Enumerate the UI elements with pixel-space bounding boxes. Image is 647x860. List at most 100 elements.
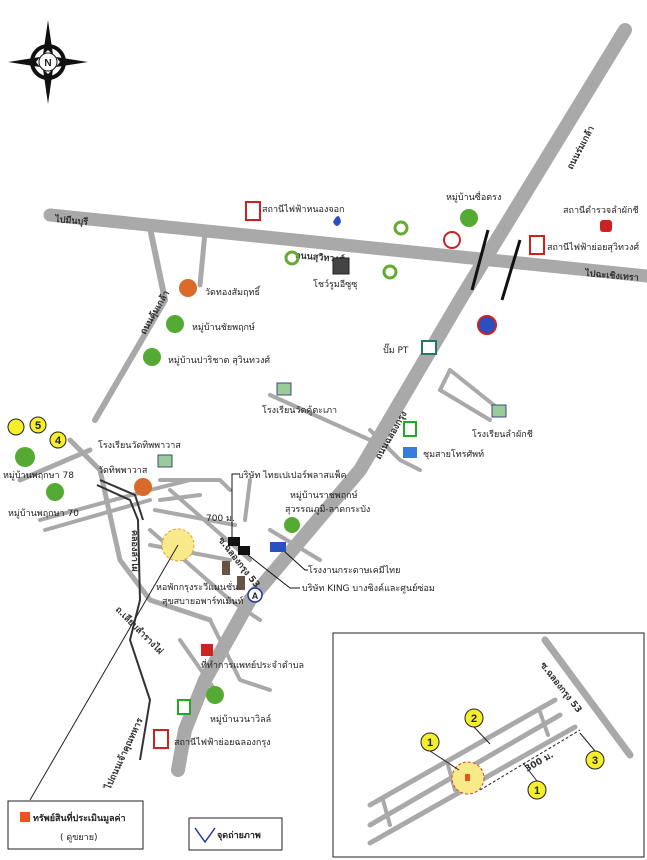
map-shape (43, 69, 53, 104)
temple-icon (134, 478, 152, 496)
substation-icon (153, 729, 169, 749)
map-shape (96, 484, 152, 761)
map-shape (367, 697, 558, 808)
label-apartment-1: หอพักกรุงระวีแมนชั่น (156, 580, 238, 593)
map-shape (38, 52, 58, 72)
photo-point-icon (194, 827, 216, 844)
label-to-minburi: ไปมีนบุรี (54, 213, 89, 228)
tree-icon (460, 209, 478, 227)
photo-point-a-icon (247, 587, 263, 603)
school-icon (276, 382, 292, 396)
map-shape (438, 388, 492, 422)
label-to-chaokhun-thahan: ไปถนนเจ้าคุณทหาร (101, 716, 145, 792)
label-khlong: คลองลำไผ่ (129, 530, 141, 572)
school-icon (157, 454, 173, 468)
label-khumklao: ถนนคุ้มเกล้า (138, 289, 172, 337)
label-substation-nongchok: สถานีไฟฟ้าหนองจอก (262, 204, 345, 215)
map-shape (99, 479, 144, 521)
map-shape (43, 20, 53, 55)
label-village-suetrong: หมู่บ้านซื่อตรง (446, 190, 501, 203)
label-phone-exchange: ชุมสายโทรศัพท์ (423, 448, 484, 460)
map-shape (268, 528, 322, 562)
gas-station-icon (333, 216, 341, 226)
marker-4-label: 4 (55, 435, 62, 447)
map-shape (479, 729, 581, 791)
label-village-phruksa70: หมู่บ้านพฤกษา 70 (8, 508, 79, 519)
label-photo-point-a: A (252, 591, 259, 601)
road-network (17, 23, 647, 777)
tree-icon (46, 483, 64, 501)
map-shape (197, 229, 208, 288)
factory-icon (238, 546, 250, 555)
factory-icon (228, 537, 240, 546)
marker-4 (49, 431, 67, 449)
clinic-icon (201, 644, 213, 656)
map-shape (268, 393, 372, 442)
map-shape (332, 632, 645, 858)
label-substation-suwinthawong: สถานีไฟฟ้าย่อยสุวิทวงศ์ (547, 241, 639, 253)
legend-photo-point: จุดถ่ายภาพ (217, 830, 261, 841)
legend-property-box (7, 800, 144, 850)
label-paper-factory: โรงงานกระดาษเคมีไทย (308, 565, 400, 576)
map-shape (429, 750, 460, 771)
pt-station-icon (421, 340, 437, 355)
label-school-lamphakchi: โรงเรียนลำผักชี (472, 429, 533, 440)
map-shape (8, 57, 40, 67)
inset-map: ซ.ฉลองกรุง 53 300 ม. 1 2 3 1 (332, 632, 645, 858)
property-icon (20, 812, 30, 822)
legend-property: ทรัพย์สินที่ประเมินมูลค่า (33, 811, 126, 824)
bangchak-icon (284, 250, 300, 266)
label-wat-thipphawat: วัดทิพพาวาส (98, 465, 148, 476)
marker (7, 418, 25, 436)
map-shape (247, 554, 300, 589)
label-village-phruksa78: หมู่บ้านพฤกษา 78 (3, 470, 74, 481)
map-shape (153, 508, 237, 527)
kasikorn-bank-icon (443, 231, 461, 249)
label-pump-pt: ปั๊ม PT (383, 343, 409, 356)
label-village-chaiyaphruek: หมู่บ้านชัยพฤกษ์ (192, 321, 255, 333)
map-shape: 5 4 (7, 416, 67, 449)
label-king-company: บริษัท KING บางซิงค์และศูนย์ซ่อม (302, 582, 435, 594)
label-school-wat-thipphawat: โรงเรียนวัดทิพพาวาส (98, 440, 181, 451)
map-shape (473, 726, 491, 745)
tree-icon (206, 686, 224, 704)
map-shape (538, 710, 550, 737)
seven-eleven-icon (177, 699, 191, 715)
telephone-icon (403, 447, 417, 458)
map-shape (438, 368, 452, 392)
compass-icon: N (8, 20, 88, 104)
caltex-icon (477, 315, 497, 335)
map-shape (67, 437, 213, 623)
map-shape (56, 57, 88, 67)
road-khumklao (92, 225, 168, 423)
map-shape (17, 447, 93, 483)
marker-5 (29, 416, 47, 434)
map-shape (178, 638, 217, 692)
tree-icon (166, 315, 184, 333)
map-shape (284, 551, 308, 571)
map-shape (29, 544, 179, 801)
map-shape (381, 798, 392, 827)
map-shape (541, 636, 634, 759)
map-shape (243, 478, 252, 522)
map-shape (208, 618, 272, 692)
map-shape (231, 473, 238, 537)
map-shape (522, 762, 538, 782)
map-shape (368, 428, 422, 472)
legend-zoom-note: ( ดูขยาย) (60, 833, 97, 843)
police-icon (600, 220, 612, 232)
tree-icon (143, 348, 161, 366)
map-shape (168, 488, 252, 562)
inset-marker-3: 3 (592, 755, 598, 767)
showroom-icon (332, 257, 350, 275)
label-apartment-2: สุขสบายอพาร์ทเม้นท์ (162, 595, 243, 607)
label-village-ratchaphruek-1: หมู่บ้านราชพฤกษ์ (290, 489, 358, 501)
label-clinic: ที่ทำการแพทย์ประจำตำบล (201, 658, 304, 671)
substation-icon (529, 235, 545, 255)
map-shape (579, 732, 596, 752)
label-substation-chalongkrung: สถานีไฟฟ้าย่อยฉลองกรุง (174, 737, 271, 748)
label-700m: 700 ม. (206, 514, 235, 524)
map-shape (158, 478, 232, 492)
map-shape (470, 229, 490, 291)
